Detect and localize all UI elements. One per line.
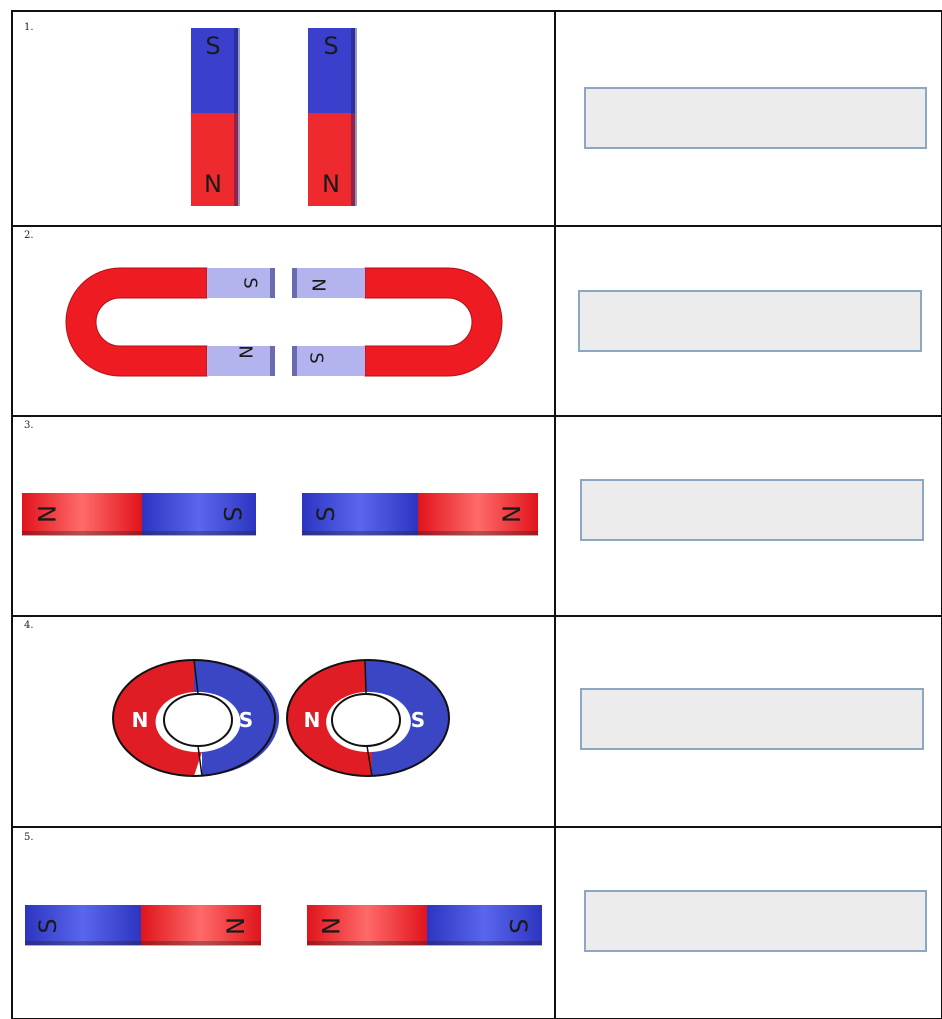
bar-magnet-horizontal: N S: [22, 493, 256, 536]
row-number: 4.: [24, 620, 34, 631]
ring-magnet: N S: [113, 660, 279, 776]
pole-label: S: [34, 918, 62, 933]
row-4-magnets: N S N S: [113, 660, 450, 776]
pole-label: N: [204, 170, 222, 198]
bar-magnet-vertical: S N: [191, 28, 240, 206]
ring-magnet: N S: [287, 660, 450, 776]
bar-magnet-horizontal: S N: [302, 493, 538, 536]
pole-label: N: [316, 917, 344, 935]
pole-label: N: [322, 170, 340, 198]
pole-label: S: [205, 32, 220, 60]
pole-label: S: [240, 277, 261, 288]
bar-magnet-vertical: S N: [308, 28, 357, 206]
pole-label: S: [312, 506, 340, 521]
row-number: 5.: [24, 832, 34, 843]
row-2-magnets: S N N S: [66, 268, 502, 376]
pole-label: N: [222, 917, 250, 935]
row-1-magnets: S N S N: [191, 28, 357, 206]
pole-label: S: [323, 32, 338, 60]
pole-label: S: [218, 506, 246, 521]
answer-box-3[interactable]: [580, 479, 924, 541]
row-5-magnets: S N N S: [25, 905, 542, 946]
row-number: 1.: [24, 22, 34, 33]
bar-magnet-horizontal: N S: [307, 905, 542, 946]
pole-label: N: [32, 505, 60, 523]
answer-box-1[interactable]: [584, 87, 927, 149]
horseshoe-magnet-right: N S: [292, 268, 502, 376]
answer-box-5[interactable]: [584, 890, 927, 952]
pole-label: N: [498, 505, 526, 523]
horseshoe-magnet-left: S N: [66, 268, 275, 376]
pole-label: S: [239, 708, 253, 732]
bar-magnet-horizontal: S N: [25, 905, 261, 946]
pole-label: S: [411, 708, 425, 732]
row-number: 2.: [24, 230, 34, 241]
pole-label: N: [304, 708, 321, 732]
row-3-magnets: N S S N: [22, 493, 538, 536]
answer-box-2[interactable]: [578, 290, 922, 352]
pole-label: N: [308, 278, 329, 291]
pole-label: S: [504, 918, 532, 933]
pole-label: S: [306, 352, 327, 363]
pole-label: N: [235, 345, 256, 358]
row-number: 3.: [24, 420, 34, 431]
pole-label: N: [132, 708, 149, 732]
answer-box-4[interactable]: [580, 688, 924, 750]
